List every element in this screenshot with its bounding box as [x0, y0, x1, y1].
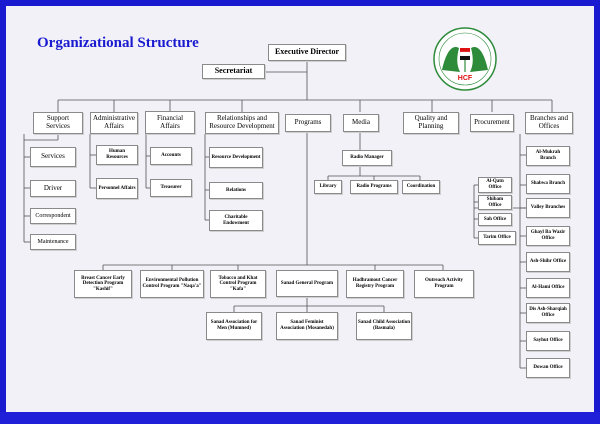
- program-kafa: Tobacco and Khat Control Program "Kafa": [210, 270, 266, 298]
- office-shibam: Shibam Office: [478, 195, 512, 210]
- rel-resource-development: Resource Development: [209, 147, 263, 168]
- financial-treasurer: Treasurer: [150, 179, 192, 197]
- logo-text: HCF: [458, 75, 473, 82]
- media-radio-programs: Radio Programs: [350, 180, 398, 194]
- admin-personnel-affairs: Personnel Affairs: [96, 178, 138, 199]
- branch-shabwa: Shabwa Branch: [526, 174, 570, 194]
- dept-procurement: Procurement: [470, 114, 514, 132]
- dept-support-services: Support Services: [33, 112, 83, 134]
- executive-director-box: Executive Director: [268, 44, 346, 61]
- dept-branches-offices: Branches and Offices: [525, 112, 573, 134]
- office-dowan: Dowan Office: [526, 358, 570, 378]
- hcf-logo-icon: HCF: [433, 27, 497, 91]
- office-sah: Sah Office: [478, 213, 512, 226]
- dept-relationships: Relationships and Resource Development: [205, 112, 279, 134]
- branch-valley: Valley Branches: [526, 198, 570, 218]
- dept-programs: Programs: [285, 114, 331, 132]
- sanad-child: Sanad Child Association (Basmala): [356, 312, 412, 340]
- dept-quality-planning: Quality and Planning: [403, 112, 459, 134]
- media-coordination: Coordination: [402, 180, 440, 194]
- program-naqaa: Environmental Pollution Control Program …: [140, 270, 204, 298]
- dept-administrative-affairs: Administrative Affairs: [90, 112, 138, 134]
- office-al-qatn: Al-Qatn Office: [478, 177, 512, 193]
- branch-al-mukrah: Al-Mukrah Branch: [526, 146, 570, 166]
- dept-financial-affairs: Financial Affairs: [145, 111, 195, 134]
- support-services: Services: [30, 147, 76, 167]
- office-ghayl-ba-wazir: Ghayl Ba Wazir Office: [526, 226, 570, 246]
- office-tarim: Tarim Office: [478, 231, 516, 245]
- page-title: Organizational Structure: [37, 35, 199, 51]
- program-outreach: Outreach Activity Program: [414, 270, 474, 298]
- program-kashif: Breast Cancer Early Detection Program "K…: [74, 270, 132, 298]
- program-sanad-general: Sanad General Program: [276, 270, 338, 297]
- support-driver: Driver: [30, 180, 76, 197]
- bottom-strip: [0, 412, 600, 424]
- media-radio-manager: Radio Manager: [342, 150, 392, 166]
- office-dis-ash-sharqiah: Dis Ash-Sharqiah Office: [526, 303, 570, 323]
- rel-charitable-endowment: Charitable Endowment: [209, 210, 263, 231]
- office-ash-shihr: Ash-Shihr Office: [526, 252, 570, 272]
- support-maintenance: Maintenance: [30, 234, 76, 250]
- media-library: Library: [314, 180, 342, 194]
- sanad-men: Sanad Association for Men (Mumned): [206, 312, 262, 340]
- secretariat-box: Secretariat: [202, 64, 265, 79]
- program-cancer-registry: Hadhramout Cancer Registry Program: [346, 270, 404, 298]
- sanad-feminist: Sanad Feminist Association (Mosanedah): [276, 312, 338, 340]
- admin-human-resources: Human Resources: [96, 145, 138, 165]
- office-al-hami: Al-Hami Office: [526, 278, 570, 298]
- financial-accounts: Accounts: [150, 147, 192, 165]
- dept-media: Media: [343, 114, 379, 132]
- rel-relations: Relations: [209, 182, 263, 199]
- office-sayhut: Sayhut Office: [526, 331, 570, 351]
- support-correspondent: Correspondent: [30, 208, 76, 224]
